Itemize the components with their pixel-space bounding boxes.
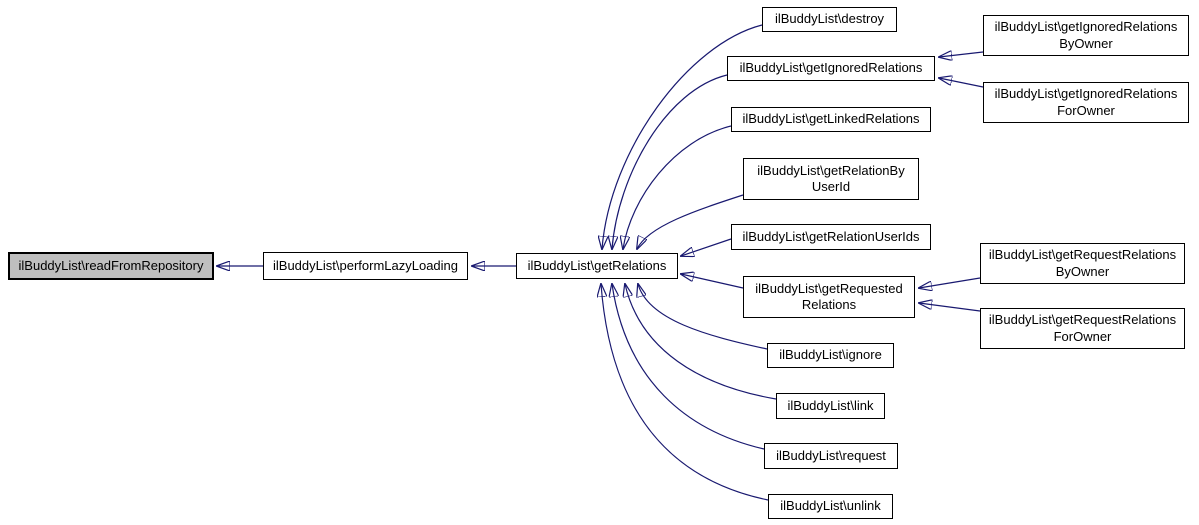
node-getIgnoredRelations[interactable]: ilBuddyList\getIgnoredRelations — [727, 56, 935, 81]
node-label: ilBuddyList\getLinkedRelations — [742, 111, 920, 127]
node-label: ilBuddyList\unlink — [780, 498, 881, 514]
edge-ignore-to-getRelations — [638, 284, 768, 350]
node-label: UserId — [811, 179, 851, 194]
node-getRequestRelationsForOwner[interactable]: ilBuddyList\getRequestRelations ForOwner — [980, 308, 1185, 349]
node-readFromRepository: ilBuddyList\readFromRepository — [8, 252, 214, 280]
node-getRelationByUserId[interactable]: ilBuddyList\getRelationBy UserId — [743, 158, 919, 200]
node-label: ilBuddyList\getIgnoredRelations — [739, 60, 923, 76]
node-label: ForOwner — [1057, 102, 1115, 118]
edge-getRequestedRelations-to-getRelations — [681, 274, 744, 289]
node-label: ByOwner — [1059, 35, 1113, 51]
node-getRelations[interactable]: ilBuddyList\getRelations — [516, 253, 678, 279]
edge-getRequestRelationsForOwner-to-getRequestedRelations — [919, 303, 981, 312]
node-getIgnoredRelationsByOwner[interactable]: ilBuddyList\getIgnoredRelations ByOwner — [983, 15, 1189, 56]
edge-link-to-getRelations — [625, 284, 777, 400]
node-getRequestedRelations[interactable]: ilBuddyList\getRequested Relations — [743, 276, 915, 318]
node-label: ilBuddyList\getRelations — [527, 257, 667, 273]
node-label: ilBuddyList\readFromRepository — [18, 257, 204, 273]
edge-getIgnoredRelations-to-getRelations — [612, 74, 728, 249]
node-label: ForOwner — [1053, 328, 1112, 344]
node-label: ilBuddyList\ignore — [779, 347, 882, 363]
edge-unlink-to-getRelations — [601, 284, 769, 501]
node-label: ilBuddyList\getRelationUserIds — [742, 228, 920, 244]
node-label: ilBuddyList\destroy — [774, 11, 885, 27]
node-getIgnoredRelationsForOwner[interactable]: ilBuddyList\getIgnoredRelations ForOwner — [983, 82, 1189, 123]
node-label: ilBuddyList\performLazyLoading — [273, 257, 458, 273]
node-destroy[interactable]: ilBuddyList\destroy — [762, 7, 897, 32]
node-label: ilBuddyList\getRequestRelations — [988, 247, 1177, 263]
node-link[interactable]: ilBuddyList\link — [776, 393, 885, 419]
edge-getIgnoredRelationsForOwner-to-getIgnoredRelations — [939, 78, 984, 88]
node-label: ilBuddyList\request — [776, 447, 886, 463]
node-label: ilBuddyList\getIgnoredRelations — [994, 19, 1178, 35]
node-label: ilBuddyList\getRequested — [755, 280, 903, 296]
node-label: ByOwner — [1055, 263, 1110, 279]
node-label: ilBuddyList\getRequestRelations — [988, 312, 1177, 328]
node-getRequestRelationsByOwner[interactable]: ilBuddyList\getRequestRelations ByOwner — [980, 243, 1185, 284]
node-request[interactable]: ilBuddyList\request — [764, 443, 898, 469]
node-getLinkedRelations[interactable]: ilBuddyList\getLinkedRelations — [731, 107, 931, 132]
node-performLazyLoading[interactable]: ilBuddyList\performLazyLoading — [263, 252, 468, 280]
node-label: ilBuddyList\getIgnoredRelations — [994, 86, 1178, 102]
node-getRelationUserIds[interactable]: ilBuddyList\getRelationUserIds — [731, 224, 931, 250]
node-label: ilBuddyList\getRelationBy — [757, 162, 905, 178]
edge-getLinkedRelations-to-getRelations — [623, 125, 732, 249]
edge-getRelationUserIds-to-getRelations — [681, 238, 732, 256]
edge-getIgnoredRelationsByOwner-to-getIgnoredRelations — [939, 52, 984, 57]
node-ignore[interactable]: ilBuddyList\ignore — [767, 343, 894, 368]
node-label: Relations — [801, 297, 857, 312]
edge-getRelationByUserId-to-getRelations — [637, 194, 744, 249]
edge-destroy-to-getRelations — [602, 24, 763, 249]
node-unlink[interactable]: ilBuddyList\unlink — [768, 494, 893, 519]
node-label: ilBuddyList\link — [787, 397, 874, 413]
edge-getRequestRelationsByOwner-to-getRequestedRelations — [919, 277, 981, 288]
edge-request-to-getRelations — [612, 284, 765, 450]
